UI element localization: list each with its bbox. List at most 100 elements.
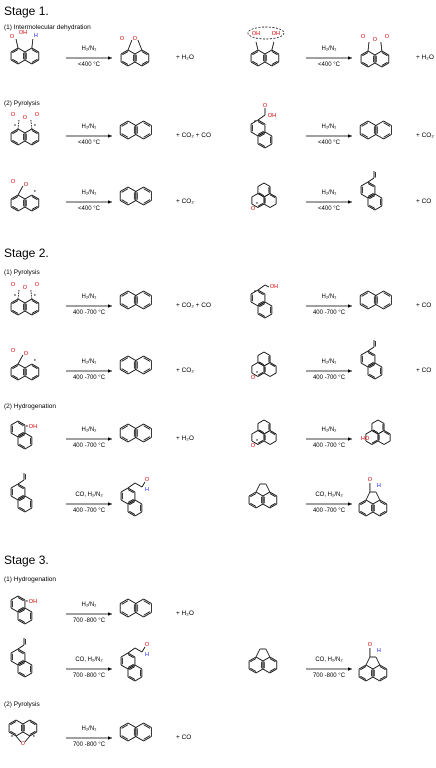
product-structure [119, 120, 152, 140]
reaction-condition-temperature: 400 -700 °C [312, 310, 346, 316]
reaction-svg: OH [10, 473, 150, 517]
svg-text:O: O [23, 115, 28, 121]
section-label: (1) Hydrogenation [4, 576, 57, 583]
svg-text:O: O [23, 285, 28, 291]
svg-text:O: O [368, 642, 373, 648]
reaction-arrow [66, 667, 112, 671]
reaction-condition-temperature: 700 -800 °C [72, 673, 106, 679]
svg-text:OH: OH [272, 31, 280, 37]
reaction-arrow [306, 437, 352, 441]
reaction-arrow [306, 134, 352, 138]
reaction-condition-temperature: 700 -800 °C [72, 618, 106, 624]
reaction-svg: OO [10, 179, 152, 212]
product-structure: OH [120, 642, 150, 682]
svg-text:OH: OH [252, 31, 260, 37]
reaction-condition-gas: CO, H₂/N₂ [315, 492, 343, 498]
reactant-structure: O [251, 351, 277, 381]
svg-text:H: H [145, 487, 149, 493]
product-structure [119, 722, 152, 742]
svg-text:OH: OH [19, 30, 27, 36]
svg-text:OH: OH [268, 113, 276, 119]
reactant-structure [248, 483, 278, 509]
product-structure [360, 171, 383, 211]
svg-text:O: O [35, 282, 40, 288]
product-structure: OO [120, 36, 150, 67]
stage-title: Stage 3. [4, 553, 49, 567]
product-structure: HO [361, 419, 391, 445]
reaction-svg: OH [10, 595, 152, 625]
svg-text:O: O [251, 443, 256, 449]
reaction-svg: OO [10, 348, 152, 381]
reaction-svg: OH [10, 638, 150, 682]
reaction-svg: O [251, 171, 383, 212]
reaction-arrow [66, 134, 112, 138]
product-structure [359, 290, 392, 310]
reaction-condition-temperature: <400 °C [318, 140, 340, 146]
svg-text:H: H [377, 483, 381, 489]
byproduct-text: + CO [416, 198, 432, 205]
product-structure [360, 340, 383, 380]
section-label: (1) Intermolecular dehydration [4, 24, 91, 31]
byproduct-text: + CO₂ + CO [176, 302, 212, 309]
svg-text:HO: HO [361, 436, 370, 442]
svg-text:O: O [251, 206, 256, 212]
reaction-condition-temperature: <400 °C [318, 62, 340, 68]
byproduct-text: + CO₂ [416, 132, 434, 139]
product-structure [119, 355, 152, 375]
section-label: (2) Pyrolysis [4, 100, 40, 107]
stage-title: Stage 1. [4, 4, 49, 18]
reactant-structure [10, 638, 33, 678]
reaction-arrow [66, 304, 112, 308]
reaction-condition-gas: H₂/N₂ [81, 359, 97, 365]
svg-text:O: O [361, 34, 366, 40]
svg-text:H: H [377, 648, 381, 654]
reactant-structure: OH [10, 595, 37, 625]
product-structure [119, 290, 152, 310]
product-structure: OH [358, 477, 388, 517]
svg-text:O: O [385, 34, 390, 40]
reactant-structure: OH [10, 420, 37, 450]
reaction-arrow [306, 667, 352, 671]
reactant-structure: OOH [250, 103, 276, 149]
reaction-arrow [66, 612, 112, 616]
byproduct-text: + H₂O [176, 435, 194, 442]
svg-text:O: O [145, 477, 150, 483]
reaction-condition-gas: H₂/N₂ [321, 359, 337, 365]
reaction-condition-gas: H₂/N₂ [81, 294, 97, 300]
byproduct-text: + H₂O [416, 54, 434, 61]
reaction-svg: OH [10, 420, 152, 450]
reactant-structure: O [8, 719, 38, 747]
svg-text:O: O [373, 37, 378, 43]
byproduct-text: + CO [416, 302, 432, 309]
reaction-condition-temperature: <400 °C [318, 206, 340, 212]
reaction-arrow [306, 200, 352, 204]
byproduct-text: + CO₂ [176, 367, 194, 374]
byproduct-text: + CO₂ + CO [176, 132, 212, 139]
svg-text:O: O [145, 642, 150, 648]
reaction-arrow [66, 200, 112, 204]
svg-text:H: H [145, 652, 149, 658]
reactant-structure [10, 473, 33, 513]
reaction-condition-temperature: 700 -800 °C [312, 673, 346, 679]
reactant-structure: O [251, 182, 277, 212]
reaction-arrow [66, 369, 112, 373]
reaction-condition-temperature: 400 -700 °C [312, 443, 346, 449]
svg-text:O: O [11, 179, 16, 185]
svg-text:O: O [133, 36, 138, 42]
reaction-svg: OH OH O O O [247, 26, 390, 68]
